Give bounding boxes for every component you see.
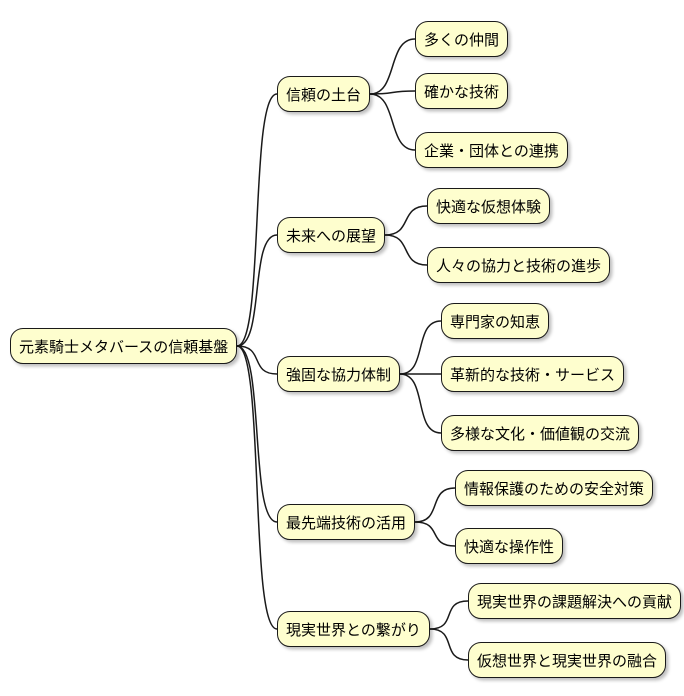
connector-b5-l5a — [429, 600, 469, 630]
connector-b2-l2b — [384, 234, 428, 266]
mindmap-node-l5a: 現実世界の課題解決への貢献 — [468, 583, 682, 619]
connector-b2-l2a — [384, 205, 428, 236]
connector-b1-l1c — [369, 93, 416, 151]
connector-b3-l3a — [399, 320, 442, 375]
mindmap-node-l1a: 多くの仲間 — [415, 21, 509, 57]
mindmap-node-l3c: 多様な文化・価値観の交流 — [441, 415, 640, 451]
mindmap-node-b5: 現実世界との繋がり — [277, 611, 430, 647]
connector-b1-l1a — [369, 38, 416, 95]
connector-b5-l5b — [429, 628, 469, 661]
mindmap-node-b3: 強固な協力体制 — [277, 356, 401, 392]
mindmap-node-l5b: 仮想世界と現実世界の融合 — [468, 642, 667, 678]
mindmap-node-l2a: 快適な仮想体験 — [427, 188, 551, 224]
mindmap-node-b1: 信頼の土台 — [277, 76, 371, 112]
mindmap-root-node: 元素騎士メタバースの信頼基盤 — [10, 328, 238, 364]
mindmap-node-l3b: 革新的な技術・サービス — [441, 356, 625, 392]
connector-b4-l4b — [414, 521, 456, 547]
mindmap-node-b4: 最先端技術の活用 — [277, 504, 416, 540]
mindmap-node-b2: 未来への展望 — [277, 217, 386, 253]
connector-b1-l1b — [369, 90, 416, 95]
connector-b3-l3c — [399, 373, 442, 434]
mindmap-node-l2b: 人々の協力と技術の進歩 — [427, 247, 611, 283]
connector-root-b4 — [236, 345, 278, 523]
mindmap-node-l1b: 確かな技術 — [415, 73, 509, 109]
connector-root-b1 — [236, 93, 278, 347]
mindmap-node-l4b: 快適な操作性 — [455, 528, 564, 564]
connector-root-b5 — [236, 345, 278, 630]
connector-root-b2 — [236, 234, 278, 347]
mindmap-node-l4a: 情報保護のための安全対策 — [455, 470, 654, 506]
mindmap-node-l3a: 専門家の知恵 — [441, 303, 550, 339]
connector-root-b3 — [236, 345, 278, 375]
connector-b4-l4a — [414, 487, 456, 523]
mindmap-node-l1c: 企業・団体との連携 — [415, 132, 568, 168]
